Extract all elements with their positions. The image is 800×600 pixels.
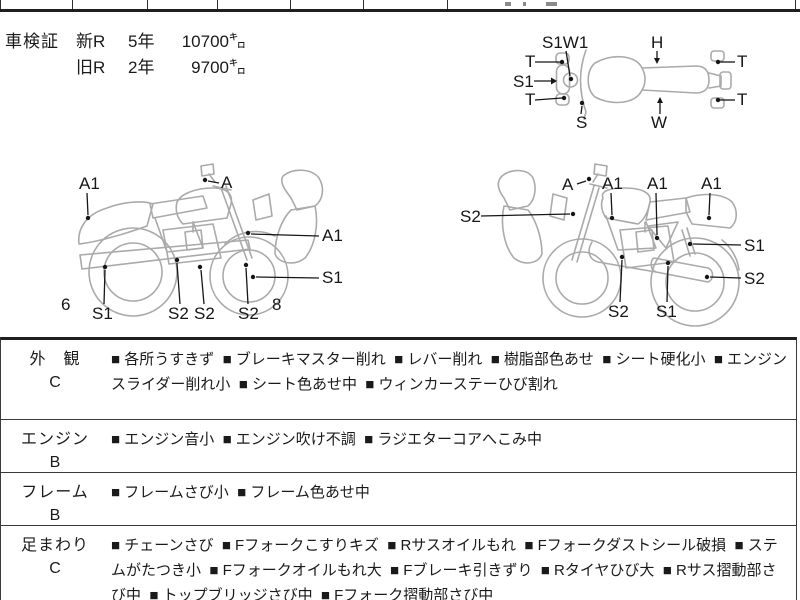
table-grid-line [290, 0, 291, 9]
damage-label: S2 [194, 304, 215, 323]
damage-label: S1 [513, 72, 534, 91]
cutoff-table-row [0, 0, 800, 12]
damage-label: S2 [168, 304, 189, 323]
condition-category: エンジン [20, 431, 89, 448]
shaken-row-new: 新R 5年 10700㌔ [76, 29, 246, 55]
condition-row-label: フレーム B [1, 473, 109, 525]
damage-label: T [525, 52, 535, 71]
damage-label: T [525, 90, 535, 109]
shaken-km: 10700㌔ [181, 32, 246, 51]
condition-row: エンジン B ■ エンジン音小 ■ エンジン吹け不調 ■ ラジエターコアへこみ中 [1, 420, 796, 473]
condition-row: 足まわり C ■ チェーンさび ■ Fフォークこすりキズ ■ Rサスオイルもれ ■ … [1, 526, 796, 600]
condition-table: 外 観 C ■ 各所うすきず ■ ブレーキマスター削れ ■ レバー削れ ■ 樹脂部色… [0, 337, 797, 600]
table-grid-line [147, 0, 148, 9]
damage-label: S1 [656, 302, 677, 321]
shaken-years: 5年 [128, 32, 155, 51]
shaken-label: 車検証 [5, 32, 59, 51]
cutoff-text-mark [505, 2, 511, 6]
shaken-years: 2年 [128, 58, 155, 77]
table-grid-line [217, 0, 218, 9]
damage-label: A [562, 175, 574, 194]
damage-label: S1 [744, 236, 765, 255]
damage-label: A1 [322, 226, 343, 245]
damage-label: S2 [744, 269, 765, 288]
motorcycle-top-view-diagram: S1W1 H T S1 T S W T T [513, 33, 747, 132]
condition-items: ■ 各所うすきず ■ ブレーキマスター削れ ■ レバー削れ ■ 樹脂部色あせ ■… [111, 351, 788, 393]
motorcycle-side-left-outline [78, 163, 324, 317]
condition-category: 外 観 [29, 351, 81, 368]
motorcycle-side-right-diagram: A A1 A1 A1 S2 S1 S2 S2 S1 [460, 163, 765, 327]
shaken-values: 新R 5年 10700㌔ 旧R 2年 9700㌔ [76, 29, 246, 81]
table-grid-line [447, 0, 448, 9]
table-grid-line [795, 0, 796, 9]
damage-label: S2 [460, 207, 481, 226]
shaken-km: 9700㌔ [191, 58, 246, 77]
cutoff-text-mark [523, 2, 526, 6]
condition-items: ■ チェーンさび ■ Fフォークこすりキズ ■ Rサスオイルもれ ■ Fフォーク… [111, 537, 778, 600]
side-right-damage-labels: A A1 A1 A1 S2 S1 S2 S2 S1 [460, 174, 765, 321]
damage-label: A1 [602, 174, 623, 193]
table-grid-line [0, 0, 1, 9]
shaken-reg: 新R [76, 32, 106, 51]
damage-label: H [651, 33, 663, 52]
shaken-row-old: 旧R 2年 9700㌔ [76, 55, 246, 81]
damage-label: S2 [608, 302, 629, 321]
damage-label: S1 [92, 304, 113, 323]
damage-label: A1 [79, 174, 100, 193]
side-left-damage-labels: A1 A A1 S1 6 S1 S2 S2 S2 8 [61, 173, 343, 323]
condition-row: フレーム B ■ フレームさび小 ■ フレーム色あせ中 [1, 473, 796, 526]
damage-label: W [651, 113, 667, 132]
condition-table-rows: 外 観 C ■ 各所うすきず ■ ブレーキマスター削れ ■ レバー削れ ■ 樹脂部色… [1, 340, 796, 600]
condition-grade: C [49, 560, 61, 577]
condition-row-label: 足まわり C [1, 526, 109, 600]
motorcycle-side-right-outline [497, 163, 740, 327]
damage-label: A1 [701, 174, 722, 193]
damage-label: A [221, 173, 233, 192]
shaken-section: 車検証 新R 5年 10700㌔ 旧R 2年 9700㌔ [5, 29, 246, 81]
damage-label: 8 [272, 295, 281, 314]
cutoff-text-mark [546, 2, 557, 6]
condition-items: ■ フレームさび小 ■ フレーム色あせ中 [111, 484, 370, 501]
damage-label: A1 [647, 174, 668, 193]
condition-grade: B [49, 507, 61, 524]
top-view-damage-labels: S1W1 H T S1 T S W T T [513, 33, 747, 132]
damage-label: S [576, 113, 587, 132]
condition-category: 足まわり [20, 537, 89, 554]
table-grid-line [72, 0, 73, 9]
table-grid-line [363, 0, 364, 9]
condition-row-label: 外 観 C [1, 340, 109, 419]
condition-grade: C [49, 374, 61, 391]
condition-items: ■ エンジン音小 ■ エンジン吹け不調 ■ ラジエターコアへこみ中 [111, 431, 543, 448]
shaken-reg: 旧R [76, 58, 106, 77]
damage-label: T [737, 90, 747, 109]
damage-label: S1W1 [542, 33, 588, 52]
condition-grade: B [49, 454, 61, 471]
damage-label: 6 [61, 295, 70, 314]
motorcycle-side-left-diagram: A1 A A1 S1 6 S1 S2 S2 S2 8 [61, 163, 343, 323]
condition-row-label: エンジン B [1, 420, 109, 472]
damage-label: T [737, 52, 747, 71]
condition-row: 外 観 C ■ 各所うすきず ■ ブレーキマスター削れ ■ レバー削れ ■ 樹脂部色… [1, 340, 796, 420]
condition-category: フレーム [21, 484, 89, 501]
damage-label: S1 [322, 268, 343, 287]
damage-label: S2 [238, 304, 259, 323]
